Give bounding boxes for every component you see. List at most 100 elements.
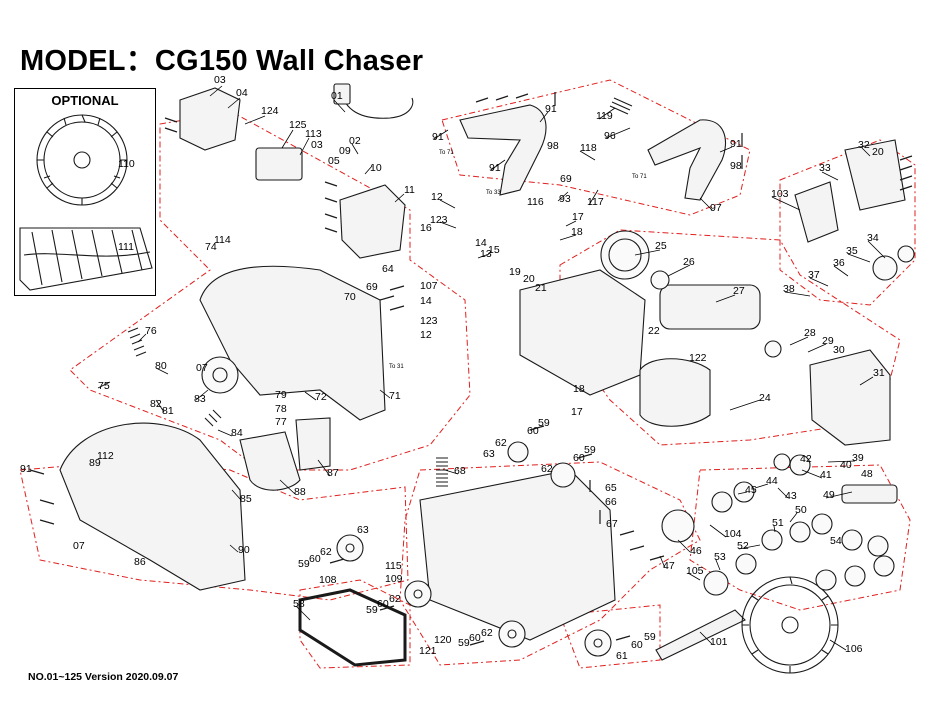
callout-117: 117 [587,196,604,208]
callout-78: 78 [275,403,287,415]
callout-113: 113 [305,128,322,140]
callout-59: 59 [366,604,378,616]
optional-accessories-box: OPTIONAL [14,88,156,296]
callout-84: 84 [231,427,243,439]
callout-43: 43 [785,490,797,502]
callout-41: 41 [820,469,832,481]
part-stator [639,358,711,427]
callout-96: 96 [604,130,616,142]
part-lower-guard [59,422,246,591]
callout-121: 121 [419,645,437,657]
callout-107: 107 [420,280,438,292]
upper-housing-outline [69,111,471,471]
part-power-cable [339,89,414,119]
callout-14: 14 [475,237,487,249]
callout-101: 101 [710,636,728,648]
part-handle-left [459,104,547,196]
callout-59: 59 [298,558,310,570]
callout-24: 24 [759,392,771,404]
callout-111: 111 [118,241,134,253]
callout-97: 97 [710,202,722,214]
handle-group-outline [441,79,751,216]
callout-02: 02 [349,135,361,147]
part-springs [127,97,633,487]
callout-62: 62 [320,546,332,558]
callout-30: 30 [833,344,845,356]
callout-91: 91 [432,131,444,143]
guard-group-outline [19,459,409,601]
callout-63: 63 [483,448,495,460]
callout-79: 79 [275,389,287,401]
callout-29: 29 [822,335,834,347]
callout-91: 91 [545,103,557,115]
ref-to-71-right: To 71 [632,174,647,180]
callout-72: 72 [315,391,327,403]
callout-04: 04 [236,87,248,99]
callout-68: 68 [454,465,466,477]
callout-59: 59 [644,631,656,643]
callout-53: 53 [714,551,726,563]
callout-120: 120 [434,634,452,646]
part-rear-housing [339,184,406,259]
footer-version-note: NO.01~125 Version 2020.09.07 [28,671,179,683]
callout-09: 09 [339,145,351,157]
callout-59: 59 [584,444,596,456]
callout-61: 61 [616,650,628,662]
callout-26: 26 [683,256,695,268]
part-silhouettes [59,83,906,667]
spring-84 [204,409,222,427]
spring-68 [436,457,448,487]
ref-to-31: To 31 [389,364,404,370]
callout-35: 35 [846,245,858,257]
callout-11: 11 [404,184,415,196]
callout-52: 52 [737,540,749,552]
part-baffle-103 [794,181,839,243]
callout-01: 01 [331,90,343,102]
callout-93: 93 [559,193,571,205]
callout-106: 106 [845,643,863,655]
callout-58: 58 [293,598,305,610]
callout-36: 36 [833,257,845,269]
callout-90: 90 [238,544,250,556]
callout-21: 21 [535,282,547,294]
callout-20: 20 [523,273,535,285]
callout-76: 76 [145,325,157,337]
part-base-plate [419,469,616,641]
callout-110: 110 [118,158,135,170]
callout-87: 87 [327,467,339,479]
callout-64: 64 [382,263,394,275]
wheel-group-outline [559,604,661,669]
callout-91: 91 [489,162,501,174]
callout-59: 59 [538,417,550,429]
callout-108: 108 [319,574,337,586]
callout-50: 50 [795,504,807,516]
callout-18: 18 [571,226,583,238]
callout-60: 60 [469,632,481,644]
callout-82: 82 [150,398,162,410]
callout-119: 119 [596,110,613,122]
callout-74: 74 [205,241,217,253]
callout-69: 69 [366,281,378,293]
part-motor-cover [179,87,241,151]
callout-15: 15 [488,244,500,256]
part-handle-right [647,119,726,201]
callout-38: 38 [783,283,795,295]
callout-118: 118 [580,142,597,154]
callout-124: 124 [261,105,279,117]
callout-89: 89 [89,457,101,469]
base-group-outline [399,461,701,666]
callout-10: 10 [370,162,382,174]
callout-12: 12 [431,191,443,203]
callout-88: 88 [294,486,306,498]
part-screws [29,92,913,646]
callout-65: 65 [605,482,617,494]
callout-59: 59 [458,637,470,649]
callout-60: 60 [309,553,321,565]
callout-22: 22 [648,325,660,337]
callout-67: 67 [606,518,618,530]
callout-03: 03 [311,139,323,151]
part-dust-chute [295,417,331,471]
callout-54: 54 [830,535,842,547]
callout-47: 47 [663,560,675,572]
